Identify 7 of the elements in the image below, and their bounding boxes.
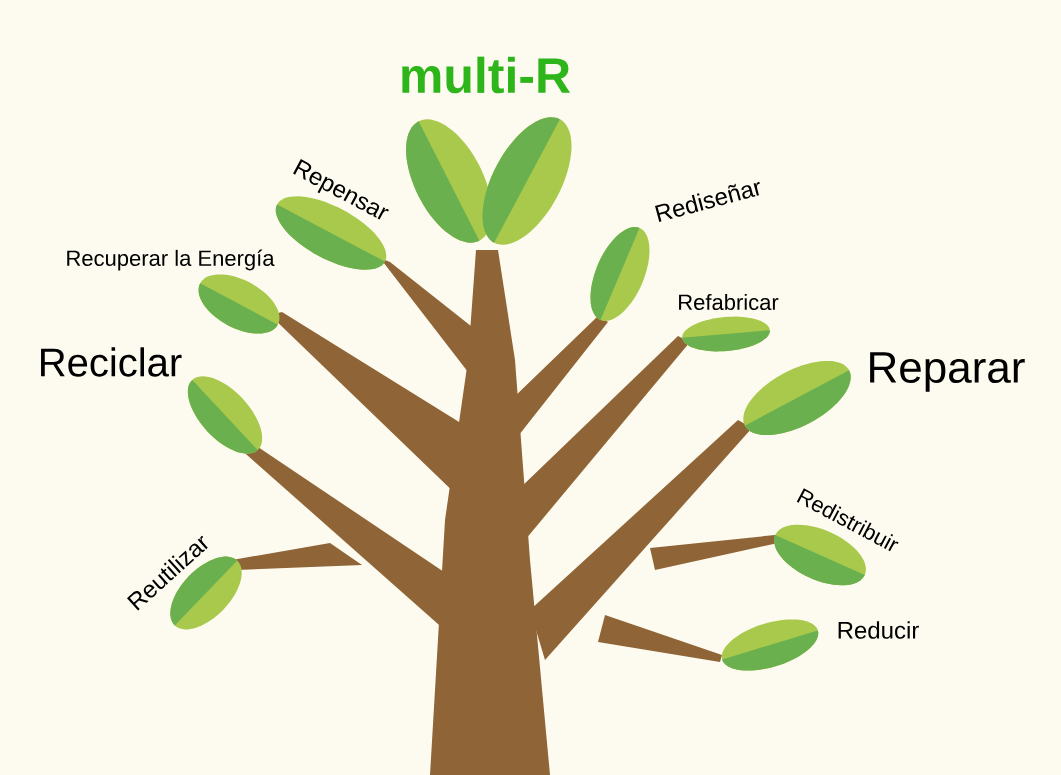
leaf-label: Reducir — [838, 621, 919, 639]
leaf-label: Rediseñar — [655, 181, 760, 222]
leaf-label: Reciclar — [41, 347, 182, 377]
leaf-label: Recuperar la Energía — [67, 249, 275, 271]
leaf-label: Refabricar — [679, 293, 779, 311]
leaf-label: Reparar — [870, 352, 1025, 392]
title: multi-R — [402, 56, 571, 94]
